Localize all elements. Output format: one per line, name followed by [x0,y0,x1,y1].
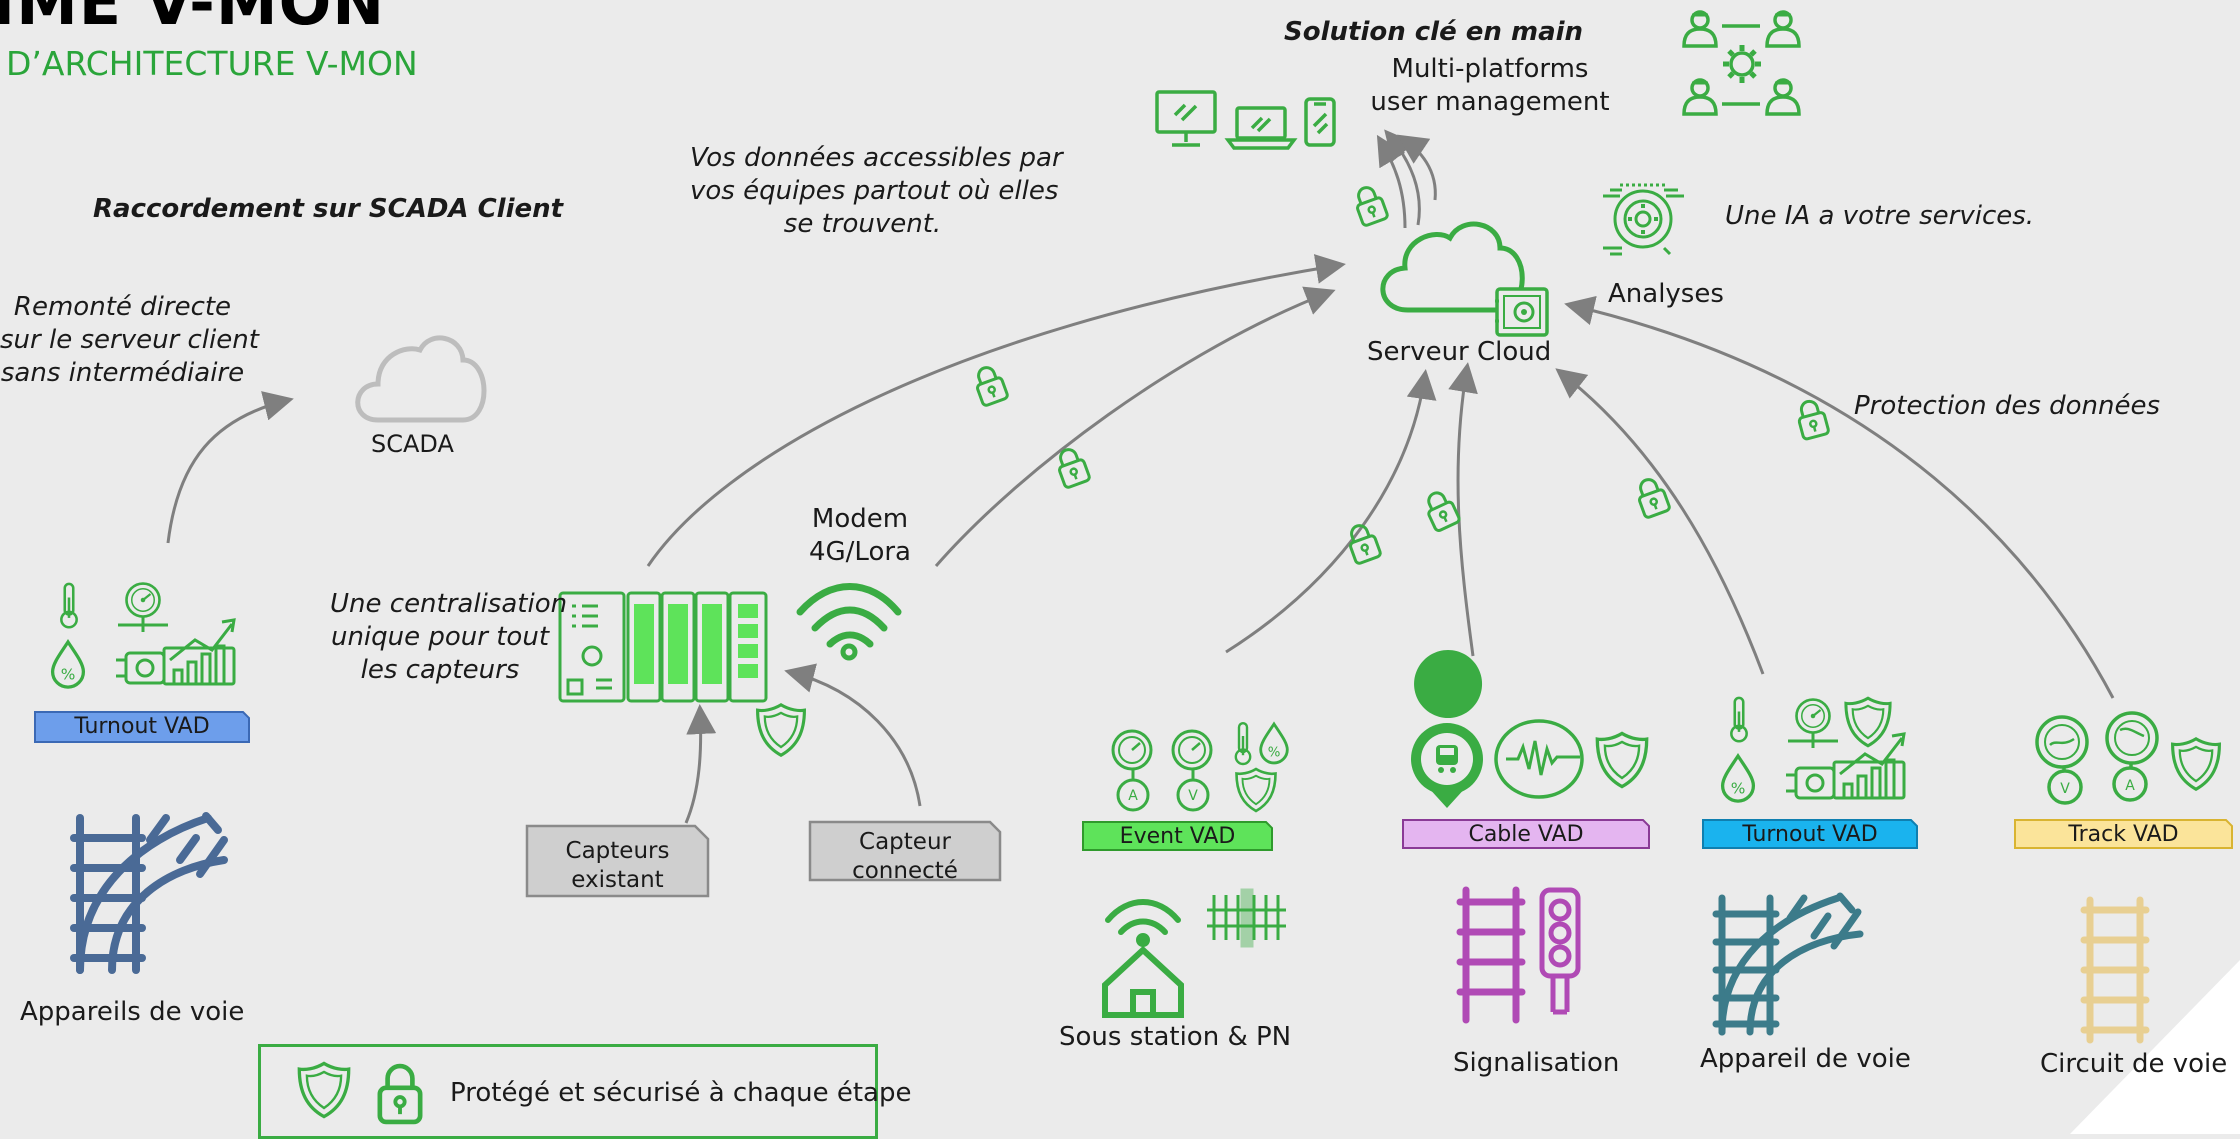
lock-icons [970,182,1831,566]
page-title: IME V-MON [0,0,386,39]
track-vad-sensors-icon: V A [2035,711,2221,805]
cloud-server-icon [1380,221,1525,313]
analyses-label: Analyses [1608,279,1724,309]
substation-label: Sous station & PN [1059,1022,1292,1052]
lock-icon [1343,520,1383,566]
direct-note-line3: sans intermédiaire [0,358,245,388]
track-circuit-rail-icon [2080,896,2150,1044]
tag-event-vad: Event VAD [1119,824,1236,849]
substation-house-icon [1102,899,1184,1018]
access-note-line2: vos équipes partout où elles [690,176,1059,206]
central-note-line3: les capteurs [360,655,520,685]
tag-turnout-vad-left: Turnout VAD [74,714,210,739]
cloud-server-label: Serveur Cloud [1367,337,1552,367]
ai-analysis-icon [1603,183,1684,256]
appareil-de-voie-label: Appareil de voie [1700,1044,1911,1074]
scada-cloud-icon [355,335,487,423]
turnout-vad-sensors-right [1720,696,1906,803]
page-subtitle: D’ARCHITECTURE V-MON [6,44,418,83]
multi-platform-line1: Multi-platforms [1391,54,1589,84]
event-vad-sensors-icon: A V [1111,722,1289,813]
tag-track-shape [2014,819,2233,849]
tag-track-vad: Track VAD [2068,822,2179,847]
svg-text:V: V [1188,788,1198,804]
lock-icon [1350,182,1390,228]
ai-note: Une IA a votre services. [1725,201,2035,231]
circuit-de-voie-label: Circuit de voie [2040,1049,2228,1079]
modem-label-line2: 4G/Lora [808,537,911,567]
signalisation-rail-icon [1456,886,1526,1024]
turnout-rail-icon-right [1712,892,1864,1036]
direct-note-line2: sur le serveur client [0,325,259,355]
multi-platform-line2: user management [1370,87,1610,117]
central-note-line2: unique pour tout [330,622,550,652]
data-protection-note: Protection des données [1854,391,2161,421]
security-legend-text: Protégé et sécurisé à chaque étape [450,1078,912,1108]
signalisation-label: Signalisation [1453,1048,1620,1078]
tag-cable-vad: Cable VAD [1468,822,1584,847]
direct-note-line1: Remonté directe [13,292,232,322]
modem-wifi-icon [796,583,902,661]
central-note-line1: Une centralisation [330,589,568,619]
svg-text:A: A [1128,788,1138,804]
turnout-rail-icon-left [70,812,228,974]
traffic-light-icon [1539,887,1581,1015]
access-note-line3: se trouvent. [783,209,942,239]
safe-icon [1495,287,1549,337]
modem-label-line1: Modem [811,504,909,534]
tag-turnout-left-shape [34,711,250,743]
controller-shield-icon [756,703,806,757]
sensor-cluster-left [50,582,236,689]
team-management-icon [1682,10,1801,116]
access-note-line1: Vos données accessibles par [690,143,1063,173]
tag-cable-shape [1402,819,1650,849]
data-flow-arrows [166,129,2115,824]
scada-heading: Raccordement sur SCADA Client [93,194,564,224]
central-controller-icon [558,591,768,703]
appareils-de-voie-label: Appareils de voie [20,997,245,1027]
lock-icon [1793,396,1831,442]
svg-text:V: V [2060,781,2070,797]
lock-icon [970,362,1010,408]
cable-vad-icons [1411,650,1649,808]
level-crossing-rail-icon [1207,888,1286,948]
multi-platform-devices-icon [1155,90,1336,150]
capteur-connecte-box [808,820,1002,882]
lock-icon [1420,486,1462,534]
controller-module-fills [634,604,758,684]
tag-turnout-vad-right: Turnout VAD [1742,822,1878,847]
svg-text:A: A [2125,778,2135,794]
scada-label: SCADA [371,430,454,458]
corner-decoration [2070,960,2240,1134]
capteurs-existant-box [525,824,710,898]
tag-turnout-right-shape [1702,819,1918,849]
turnkey-solution-label: Solution clé en main [1284,17,1584,47]
tag-event-shape [1082,821,1273,851]
